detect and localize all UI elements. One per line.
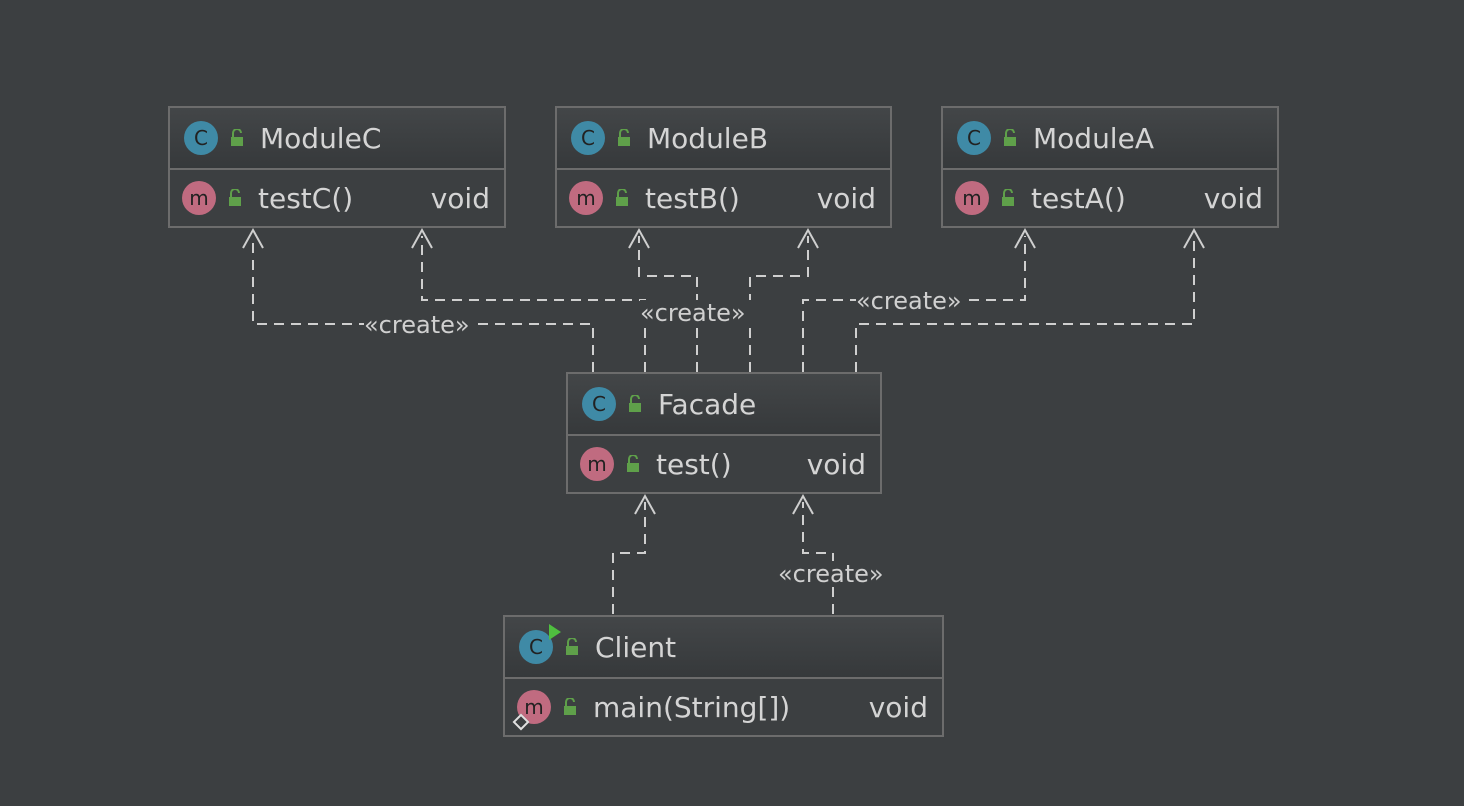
method-return-type: void — [430, 181, 490, 215]
class-node-modulec[interactable]: C ModuleC m testC() void — [168, 106, 506, 228]
class-node-modulea[interactable]: C ModuleA m testA() void — [941, 106, 1279, 228]
method-name: main(String[]) — [593, 690, 791, 724]
edge-client-facade-left — [612, 502, 646, 614]
class-node-facade[interactable]: C Facade m test() void — [566, 372, 882, 494]
class-icon-letter: C — [529, 635, 543, 659]
edge-facade-moduleb-right — [749, 236, 809, 372]
method-icon: m — [580, 447, 614, 481]
class-icon: C — [184, 121, 218, 155]
arrowhead — [411, 227, 433, 249]
method-row[interactable]: m test() void — [568, 436, 880, 492]
class-name: ModuleC — [260, 121, 382, 155]
edge-facade-moduleb-left — [638, 236, 698, 372]
run-icon — [549, 624, 561, 640]
class-node-client[interactable]: C Client m main(String[]) void — [503, 615, 944, 737]
edge-facade-modulea-outer — [855, 236, 1195, 372]
method-name: testA() — [1031, 181, 1126, 215]
public-lock-icon — [1002, 189, 1014, 206]
edge-facade-modulec-inner — [421, 236, 646, 372]
arrowhead — [634, 493, 656, 515]
create-label: «create» — [778, 560, 884, 588]
class-name: Facade — [658, 387, 757, 421]
edge-facade-modulec-outer — [252, 236, 594, 372]
class-header: C ModuleA — [943, 108, 1277, 170]
arrowhead — [792, 493, 814, 515]
class-icon: C — [571, 121, 605, 155]
method-icon: m — [955, 181, 989, 215]
method-row[interactable]: m testC() void — [170, 170, 504, 226]
class-header: C ModuleC — [170, 108, 504, 170]
create-label: «create» — [856, 287, 962, 315]
arrowhead — [1183, 227, 1205, 249]
create-label: «create» — [364, 311, 470, 339]
public-lock-icon — [564, 698, 576, 715]
arrowhead — [797, 227, 819, 249]
arrowhead — [628, 227, 650, 249]
public-lock-icon — [618, 129, 630, 146]
class-header: C Client — [505, 617, 942, 679]
method-return-type: void — [806, 447, 866, 481]
method-return-type: void — [816, 181, 876, 215]
class-icon: C — [519, 624, 561, 664]
public-lock-icon — [627, 455, 639, 472]
method-icon: m — [182, 181, 216, 215]
method-return-type: void — [868, 690, 928, 724]
public-lock-icon — [1004, 129, 1016, 146]
arrowhead — [242, 227, 264, 249]
method-row[interactable]: m testA() void — [943, 170, 1277, 226]
class-name: Client — [595, 630, 677, 664]
class-header: C Facade — [568, 374, 880, 436]
class-name: ModuleA — [1033, 121, 1154, 155]
method-icon: m — [569, 181, 603, 215]
create-label: «create» — [640, 299, 746, 327]
method-icon: m — [512, 690, 551, 731]
edge-facade-modulea-inner — [802, 236, 1026, 372]
method-row[interactable]: m main(String[]) void — [505, 679, 942, 735]
public-lock-icon — [629, 395, 641, 412]
arrowhead — [1014, 227, 1036, 249]
method-return-type: void — [1203, 181, 1263, 215]
class-icon: C — [957, 121, 991, 155]
edge-client-facade-right — [802, 502, 834, 614]
method-name: testB() — [645, 181, 740, 215]
class-name: ModuleB — [647, 121, 769, 155]
public-lock-icon — [231, 129, 243, 146]
method-name: test() — [656, 447, 732, 481]
class-icon: C — [582, 387, 616, 421]
public-lock-icon — [566, 638, 578, 655]
method-row[interactable]: m testB() void — [557, 170, 890, 226]
method-name: testC() — [258, 181, 354, 215]
class-header: C ModuleB — [557, 108, 890, 170]
class-node-moduleb[interactable]: C ModuleB m testB() void — [555, 106, 892, 228]
method-icon-letter: m — [524, 695, 544, 719]
public-lock-icon — [616, 189, 628, 206]
public-lock-icon — [229, 189, 241, 206]
